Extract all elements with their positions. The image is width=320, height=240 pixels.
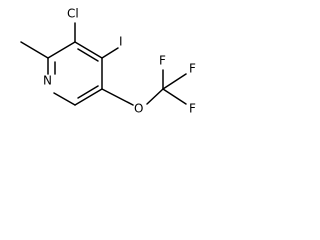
atom-oxygen: O bbox=[134, 102, 143, 116]
bond-c6-n1 bbox=[53, 92, 76, 106]
atom-fluorine-3: F bbox=[189, 102, 196, 116]
bond-c-f2 bbox=[162, 73, 187, 90]
bond-c5-c6-inner bbox=[77, 85, 99, 99]
atom-chlorine: Cl bbox=[67, 7, 79, 21]
atom-fluorine-2: F bbox=[189, 62, 196, 76]
bond-c4-i bbox=[101, 47, 119, 59]
atom-nitrogen: N bbox=[43, 74, 52, 88]
bond-c5-c6 bbox=[74, 88, 103, 106]
bond-c5-o bbox=[101, 88, 134, 106]
atom-iodine: I bbox=[119, 35, 123, 49]
bond-c-f3 bbox=[162, 88, 187, 105]
bond-o-cf3 bbox=[146, 88, 164, 105]
chemical-structure: Cl I N O F F F bbox=[20, 7, 196, 116]
atom-fluorine-1: F bbox=[159, 54, 166, 68]
bond-c3-c4-inner bbox=[77, 48, 99, 62]
bond-c2-c3 bbox=[47, 41, 76, 59]
bond-c3-c4 bbox=[74, 41, 103, 59]
bond-c2-methyl bbox=[20, 41, 49, 59]
